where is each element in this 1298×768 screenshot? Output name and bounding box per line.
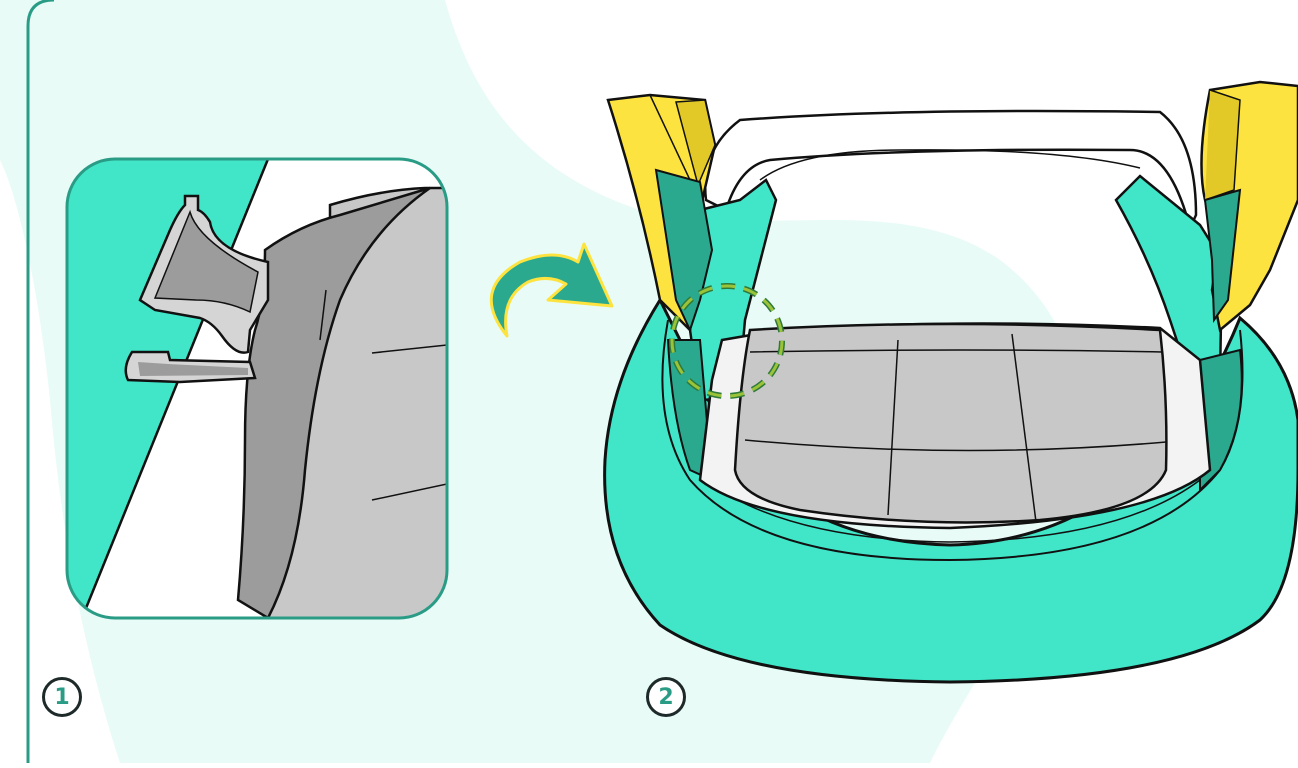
closeup-panel bbox=[67, 159, 447, 618]
step-1-badge: 1 bbox=[42, 677, 82, 717]
step-2-badge: 2 bbox=[646, 677, 686, 717]
seat-assembly bbox=[605, 82, 1298, 682]
